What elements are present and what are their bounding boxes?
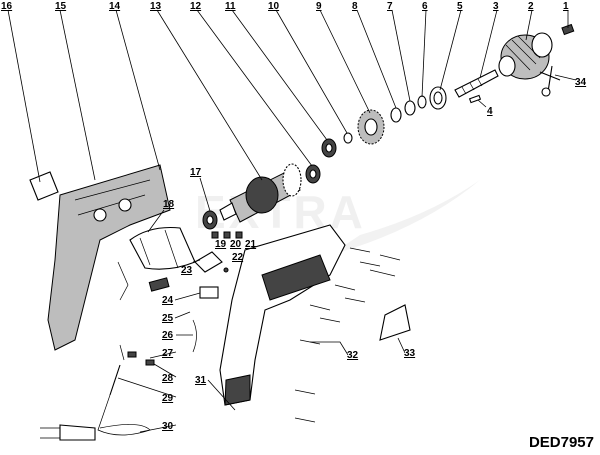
part-9-gear (357, 109, 385, 145)
part-26-clamp (192, 319, 197, 353)
part-15-housing-left (47, 164, 171, 351)
callout-8: 8 (352, 1, 358, 12)
part-8-washer (390, 107, 402, 123)
callout-19: 19 (215, 239, 227, 250)
part-3-spindle (454, 69, 499, 98)
part-31-housing-right (219, 224, 346, 406)
part-11-bearing (321, 138, 337, 158)
callout-27: 27 (162, 348, 174, 359)
part-7-ring (404, 100, 416, 116)
part-19-21-brushes (211, 231, 243, 239)
callout-9: 9 (316, 1, 322, 12)
callout-26: 26 (162, 330, 174, 341)
part-24-switch (148, 277, 219, 299)
callout-4: 4 (487, 106, 493, 117)
callout-16: 16 (1, 1, 13, 12)
callout-31: 31 (195, 375, 207, 386)
callout-labels: 1 2 3 4 5 6 7 8 9 10 11 12 13 14 15 16 1… (1, 1, 587, 432)
callout-2: 2 (528, 1, 534, 12)
part-30-power-cord (40, 394, 151, 441)
callout-6: 6 (422, 1, 428, 12)
callout-23: 23 (181, 265, 193, 276)
leader-lines (7, 9, 577, 433)
callout-30: 30 (162, 421, 174, 432)
callout-5: 5 (457, 1, 463, 12)
callout-10: 10 (268, 1, 280, 12)
callout-1: 1 (563, 1, 569, 12)
part-34-chuck-key (539, 65, 561, 97)
callout-17: 17 (190, 167, 202, 178)
part-6-washer (417, 95, 427, 109)
part-28-screws (127, 351, 155, 366)
callout-28: 28 (162, 373, 174, 384)
callout-15: 15 (55, 1, 67, 12)
callout-11: 11 (225, 1, 236, 12)
callout-13: 13 (150, 1, 162, 12)
callout-32: 32 (347, 350, 359, 361)
part-1-screw (561, 23, 575, 36)
callout-3: 3 (493, 1, 499, 12)
part-2-chuck (498, 32, 553, 80)
callout-33: 33 (404, 348, 416, 359)
part-22-23-switch (194, 251, 229, 273)
watermark-swoosh (330, 180, 480, 255)
callout-20: 20 (230, 239, 242, 250)
part-33-label-plate (379, 304, 411, 341)
callout-34: 34 (575, 77, 587, 88)
part-4-key (468, 94, 482, 104)
callout-25: 25 (162, 313, 174, 324)
model-code: DED7957 (528, 434, 594, 451)
callout-12: 12 (190, 1, 202, 12)
part-16-nameplate (29, 171, 59, 201)
callout-22: 22 (232, 252, 244, 263)
callout-29: 29 (162, 393, 174, 404)
part-13-armature (219, 163, 302, 223)
callout-14: 14 (109, 1, 121, 12)
callout-7: 7 (387, 1, 393, 12)
callout-18: 18 (163, 199, 175, 210)
part-17-bearing (202, 210, 218, 230)
callout-21: 21 (245, 239, 257, 250)
part-29-cable-sleeve (109, 344, 125, 396)
part-12-bearing (305, 164, 321, 184)
callout-24: 24 (162, 295, 174, 306)
part-10-ring (343, 132, 353, 144)
part-5-bearing (429, 86, 447, 110)
